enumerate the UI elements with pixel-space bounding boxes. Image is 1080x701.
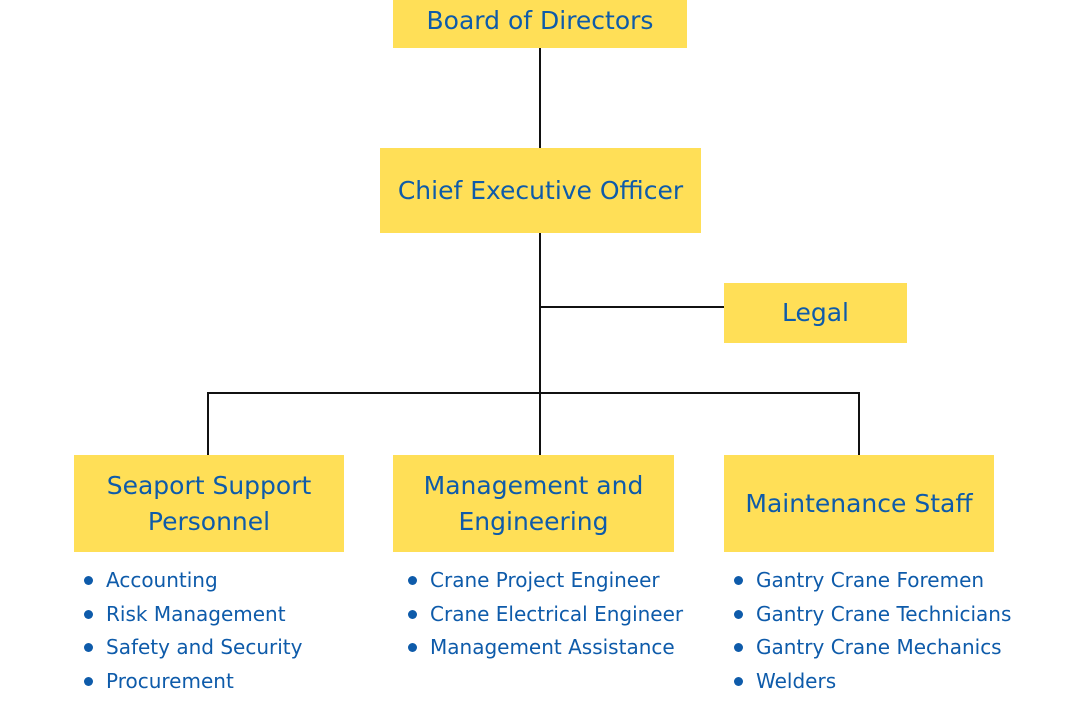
maintenance-label: Maintenance Staff: [745, 486, 972, 522]
list-item-label: Crane Project Engineer: [430, 568, 660, 592]
connector-ceo-trunk: [539, 233, 541, 455]
connector-board-ceo: [539, 48, 541, 148]
list-item-label: Gantry Crane Mechanics: [756, 635, 1002, 659]
board-of-directors-label: Board of Directors: [427, 3, 654, 39]
list-item: Crane Project Engineer: [398, 567, 683, 601]
ceo-label: Chief Executive Officer: [398, 173, 683, 209]
bullet-dot: [84, 677, 93, 686]
list-item-label: Crane Electrical Engineer: [430, 602, 683, 626]
seaport-support-personnel-box: Seaport Support Personnel: [74, 455, 344, 552]
ceo-box: Chief Executive Officer: [380, 148, 701, 233]
list-item: Procurement: [74, 668, 302, 701]
list-item: Management Assistance: [398, 634, 683, 668]
bullet-dot: [84, 643, 93, 652]
bullet-dot: [408, 576, 417, 585]
management-engineering-box: Management and Engineering: [393, 455, 674, 552]
list-item-label: Gantry Crane Foremen: [756, 568, 984, 592]
connector-horizontal-bus: [207, 392, 860, 394]
list-item: Risk Management: [74, 601, 302, 635]
bullet-dot: [734, 610, 743, 619]
seaport-duties-list: Accounting Risk Management Safety and Se…: [74, 567, 302, 701]
list-item: Gantry Crane Mechanics: [724, 634, 1011, 668]
list-item-label: Gantry Crane Technicians: [756, 602, 1011, 626]
connector-legal: [539, 306, 725, 308]
list-item: Gantry Crane Foremen: [724, 567, 1011, 601]
list-item: Safety and Security: [74, 634, 302, 668]
list-item-label: Procurement: [106, 669, 234, 693]
bullet-dot: [84, 576, 93, 585]
bullet-dot: [734, 576, 743, 585]
list-item-label: Risk Management: [106, 602, 286, 626]
board-of-directors-box: Board of Directors: [393, 0, 687, 48]
list-item-label: Safety and Security: [106, 635, 302, 659]
maintenance-duties-list: Gantry Crane Foremen Gantry Crane Techni…: [724, 567, 1011, 701]
bullet-dot: [84, 610, 93, 619]
list-item: Welders: [724, 668, 1011, 701]
connector-seaport: [207, 392, 209, 455]
list-item: Gantry Crane Technicians: [724, 601, 1011, 635]
bullet-dot: [734, 677, 743, 686]
management-label-line-2: Engineering: [424, 504, 644, 540]
list-item: Accounting: [74, 567, 302, 601]
management-label-line-1: Management and: [424, 468, 644, 504]
org-chart: Board of Directors Chief Executive Offic…: [0, 0, 1080, 675]
connector-maintenance: [858, 392, 860, 455]
bullet-dot: [408, 643, 417, 652]
list-item-label: Management Assistance: [430, 635, 675, 659]
seaport-label-line-1: Seaport Support: [107, 468, 312, 504]
list-item-label: Welders: [756, 669, 836, 693]
legal-box: Legal: [724, 283, 907, 343]
seaport-label-line-2: Personnel: [107, 504, 312, 540]
legal-label: Legal: [782, 295, 849, 331]
list-item-label: Accounting: [106, 568, 218, 592]
list-item: Crane Electrical Engineer: [398, 601, 683, 635]
management-duties-list: Crane Project Engineer Crane Electrical …: [398, 567, 683, 668]
bullet-dot: [734, 643, 743, 652]
bullet-dot: [408, 610, 417, 619]
maintenance-staff-box: Maintenance Staff: [724, 455, 994, 552]
